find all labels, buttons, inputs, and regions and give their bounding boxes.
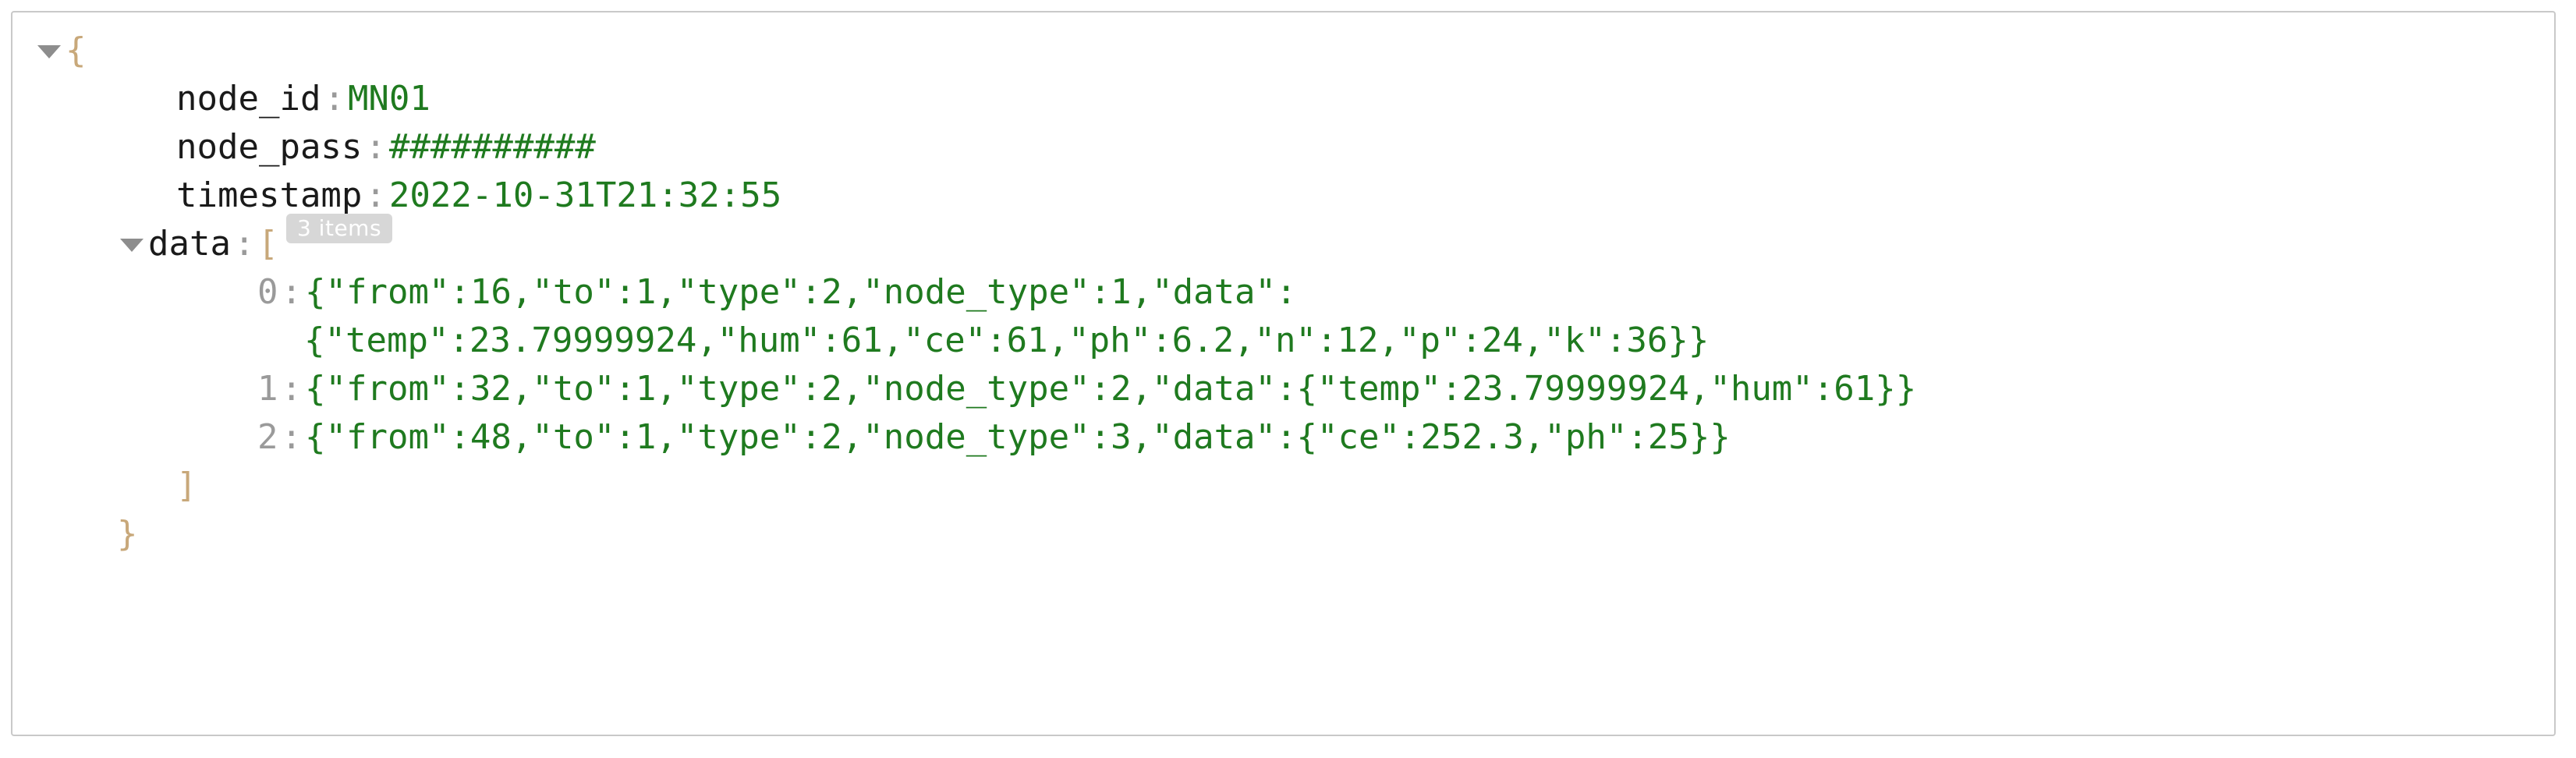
- root-close-brace: }: [117, 514, 138, 554]
- field-row-timestamp: timestamp : 2022-10-31T21:32:55: [34, 172, 2546, 220]
- triangle-down-icon[interactable]: [34, 27, 66, 75]
- array-item-row-continuation: {"temp":23.79999924,"hum":61,"ce":61,"ph…: [34, 317, 2546, 365]
- field-row-node-pass: node_pass : ##########: [34, 123, 2546, 172]
- array-item-value[interactable]: {"from":32,"to":1,"type":2,"node_type":2…: [305, 369, 1917, 409]
- root-close-row: }: [34, 510, 2546, 558]
- array-item-row[interactable]: 2 : {"from":48,"to":1,"type":2,"node_typ…: [34, 413, 2546, 462]
- field-row-node-id: node_id : MN01: [34, 75, 2546, 123]
- key-timestamp: timestamp: [176, 175, 363, 215]
- root-object-row[interactable]: {: [34, 27, 2546, 75]
- key-value-separator: :: [324, 79, 345, 119]
- value-node-id[interactable]: MN01: [347, 79, 431, 119]
- key-value-separator: :: [365, 175, 386, 215]
- json-tree-viewer: { node_id : MN01 node_pass : ########## …: [11, 11, 2556, 736]
- array-item-count-badge: 3 items: [285, 214, 393, 243]
- key-node-pass: node_pass: [176, 127, 363, 167]
- root-open-brace: {: [66, 30, 87, 70]
- key-value-separator: :: [233, 224, 255, 264]
- array-close-row: ]: [34, 462, 2546, 510]
- triangle-down-icon[interactable]: [117, 220, 148, 268]
- array-item-index: 0: [257, 272, 278, 312]
- key-value-separator: :: [281, 417, 303, 457]
- array-item-value-continued[interactable]: {"temp":23.79999924,"hum":61,"ce":61,"ph…: [304, 321, 1710, 360]
- array-item-index: 2: [257, 417, 278, 457]
- key-data: data: [148, 224, 231, 264]
- value-timestamp[interactable]: 2022-10-31T21:32:55: [388, 175, 782, 215]
- key-node-id: node_id: [176, 79, 321, 119]
- array-item-row[interactable]: 1 : {"from":32,"to":1,"type":2,"node_typ…: [34, 365, 2546, 413]
- key-value-separator: :: [281, 272, 303, 312]
- indent-spacer: [34, 317, 304, 365]
- array-item-row[interactable]: 0 : {"from":16,"to":1,"type":2,"node_typ…: [34, 268, 2546, 317]
- array-item-value[interactable]: {"from":48,"to":1,"type":2,"node_type":3…: [305, 417, 1731, 457]
- key-value-separator: :: [365, 127, 386, 167]
- key-value-separator: :: [281, 369, 303, 409]
- array-item-value[interactable]: {"from":16,"to":1,"type":2,"node_type":1…: [305, 272, 1297, 312]
- array-item-index: 1: [257, 369, 278, 409]
- array-open-bracket: [: [257, 224, 278, 264]
- value-node-pass-masked[interactable]: ##########: [388, 127, 596, 167]
- array-node-data-row[interactable]: data : [ 3 items: [34, 214, 2546, 268]
- array-close-bracket: ]: [176, 466, 197, 505]
